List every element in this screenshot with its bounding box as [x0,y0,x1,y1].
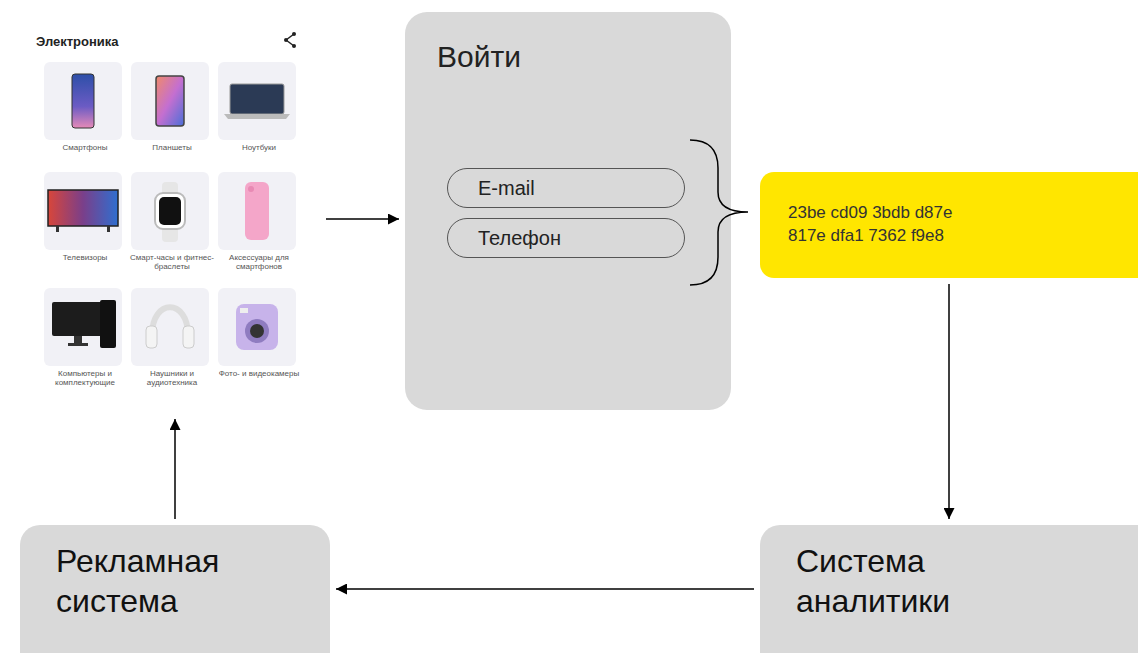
case-picture [245,182,269,240]
share-dot [292,44,296,48]
tile-square [218,172,296,250]
category-tile: Телевизоры [40,172,130,280]
headband [152,307,188,335]
category-tile: Компьютеры и комплектующие [40,288,130,396]
curly-bracket [690,140,748,285]
tile-square [218,62,296,140]
case-camera-hole [248,186,254,192]
computer-picture [52,300,116,348]
system-box: Рекламная система [20,525,330,653]
node-label: Телевизоры [40,253,130,262]
share-line [286,34,294,40]
monitor-stand [74,336,82,344]
monitor [52,302,104,336]
node-label: Система аналитики [796,541,1026,621]
input-field: Телефон [447,218,685,258]
node-label: Наушники и аудиотехника [127,369,217,387]
share-line [286,40,294,46]
ear-cup [146,326,157,348]
node-label: Аксессуары для смартфонов [214,253,304,271]
phone-picture [72,74,94,128]
tile-square [44,288,122,366]
watch-face [159,197,181,225]
node-label: Смарт-часы и фитнес-браслеты [127,253,217,271]
phone-body [72,74,94,128]
node-label: Электроника [36,34,314,49]
tile-square [44,172,122,250]
login-panel: ВойтиE-mailТелефон [405,12,731,410]
category-tile: Смартфоны [40,62,130,170]
camera-picture [236,304,278,350]
laptop-picture [224,84,290,119]
tile-square [131,172,209,250]
tablet-picture [156,76,184,126]
node-label: Планшеты [127,143,217,152]
tv-leg [107,226,110,232]
app-screen: ЭлектроникаСмартфоныПланшетыНоутбукиТеле… [30,28,320,413]
watch-band [162,182,178,242]
tile-backgrounds [44,62,296,366]
tv-picture [48,190,118,232]
system-box: Система аналитики [760,525,1138,653]
tile-square [131,62,209,140]
flow-arrow [336,588,754,590]
flow-arrow [174,419,176,519]
watch-picture [155,182,185,242]
pc-tower [100,300,116,348]
flow-arrow [948,284,950,519]
tv-screen [48,190,118,226]
phone-case [245,182,269,240]
node-label: Ноутбуки [214,143,304,152]
node-label: 23be cd09 3bdb d87e 817e dfa1 7362 f9e8 [788,202,978,248]
share-icon [284,32,296,48]
hash-box: 23be cd09 3bdb d87e 817e dfa1 7362 f9e8 [760,172,1138,278]
camera-lens [250,324,264,338]
ear-cup [183,326,194,348]
category-tile: Ноутбуки [214,62,304,170]
monitor-foot [68,343,88,346]
laptop-screen [230,84,284,114]
tile-square [44,62,122,140]
headphones-picture [146,307,194,348]
tile-square [218,288,296,366]
tv-leg [56,226,59,232]
flow-arrow [326,218,399,220]
node-label: Войти [437,40,731,74]
node-label: Смартфоны [40,143,130,152]
laptop-base [224,114,290,119]
tile-square [131,288,209,366]
camera-lens-ring [245,319,269,343]
node-label: Рекламная система [56,541,286,621]
share-dot [292,32,296,36]
watch-case [155,193,185,229]
input-field: E-mail [447,168,685,208]
category-tile: Фото- и видеокамеры [214,288,304,396]
node-label: Телефон [478,227,561,250]
node-label: Компьютеры и комплектующие [40,369,130,387]
category-tile: Планшеты [127,62,217,170]
camera-flash [240,308,248,313]
camera-body [236,304,278,350]
category-tile: Смарт-часы и фитнес-браслеты [127,172,217,280]
share-dot [284,38,288,42]
node-label: Фото- и видеокамеры [214,369,304,378]
category-tile: Аксессуары для смартфонов [214,172,304,280]
tablet-body [156,76,184,126]
node-label: E-mail [478,177,535,200]
category-tile: Наушники и аудиотехника [127,288,217,396]
